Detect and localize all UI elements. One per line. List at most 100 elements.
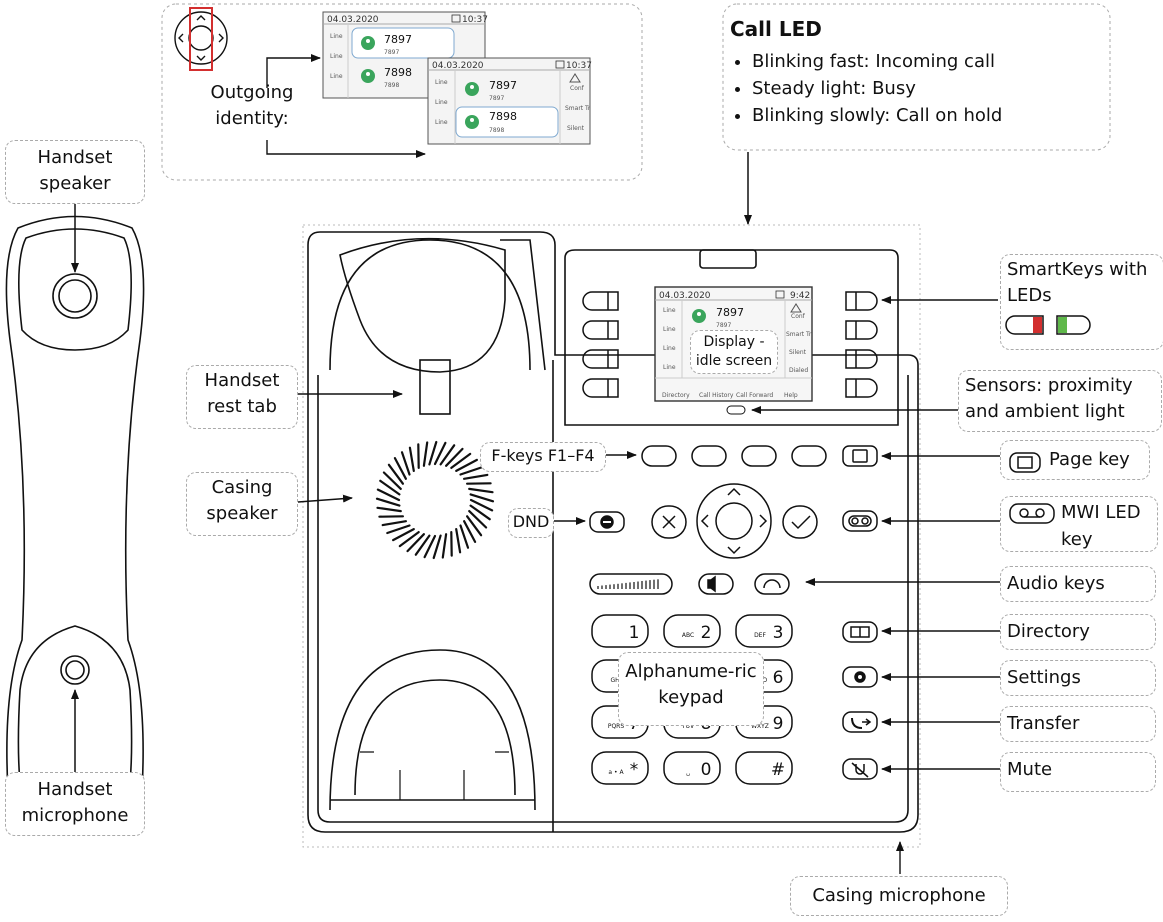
label-casing-microphone: Casing microphone: [790, 876, 1008, 916]
grille-slot: [387, 463, 404, 485]
label-handset-speaker: Handset speaker: [5, 140, 145, 204]
svg-text:10:37: 10:37: [566, 61, 592, 71]
grille-slot: [375, 497, 401, 507]
smartkeys: [582, 291, 878, 398]
svg-text:Directory: Directory: [662, 392, 690, 399]
keypad-digit: 1: [629, 623, 640, 643]
screen-small-2: 04.03.2020 10:37 Line Line Line 7897 789…: [427, 57, 592, 145]
label-alphanumeric: Alphanume-ric keypad: [618, 652, 764, 726]
grille-slot: [406, 533, 425, 553]
grille-slot: [445, 447, 464, 467]
svg-text:Line: Line: [663, 364, 676, 371]
grille-slot: [408, 446, 415, 472]
leader-arrows: [297, 296, 1000, 874]
screen1-time: 10:37: [462, 15, 488, 25]
svg-text:7898: 7898: [489, 127, 504, 134]
label-directory: Directory: [1000, 614, 1156, 650]
grille-slot: [439, 444, 456, 466]
keypad-digit: *: [630, 760, 639, 780]
grille-slot: [463, 520, 477, 544]
svg-text:Line: Line: [435, 119, 448, 126]
keypad-letters: PQRS: [608, 723, 625, 730]
grille-slot: [432, 534, 442, 560]
keypad-digit: 9: [773, 714, 784, 734]
svg-text:04.03.2020: 04.03.2020: [432, 61, 484, 71]
call-led-list: Blinking fast: Incoming call Steady ligh…: [730, 48, 1110, 129]
grille-slot: [423, 534, 437, 559]
grille-slot: [392, 527, 415, 542]
label-icons: [1009, 452, 1055, 524]
keypad-letters: ␣: [686, 769, 690, 776]
led-samples: [1005, 315, 1091, 335]
outgoing-identity-frame: [161, 3, 643, 181]
grille-slot: [376, 488, 401, 502]
svg-text:7897: 7897: [384, 49, 399, 56]
grille-slot: [414, 534, 431, 556]
keypad-letters: WXYZ: [751, 723, 769, 730]
keypad-key-hash: #: [735, 751, 793, 785]
screen-small-1: 04.03.2020 10:37 Line Line Line 7897 789…: [322, 11, 488, 99]
grille-slot: [400, 451, 411, 476]
display-date: 04.03.2020: [659, 291, 711, 301]
label-sensors: Sensors: proximity and ambient light: [958, 370, 1162, 432]
svg-text:Conf: Conf: [791, 313, 806, 320]
call-led-box: Call LED Blinking fast: Incoming call St…: [724, 6, 1110, 154]
display-number: 7897: [716, 306, 744, 319]
svg-text:Call History: Call History: [699, 392, 734, 399]
grille-slot: [393, 457, 407, 480]
label-display: Display - idle screen: [690, 330, 778, 374]
label-settings: Settings: [1000, 660, 1156, 696]
label-smartkeys: SmartKeys with LEDs: [1000, 254, 1163, 350]
keypad-letters: ABC: [682, 632, 694, 639]
svg-text:Line: Line: [663, 307, 676, 314]
grille-slot: [463, 473, 489, 480]
grille-slot: [379, 479, 401, 496]
svg-text:7898: 7898: [384, 82, 399, 89]
label-dnd: DND: [508, 508, 554, 538]
svg-text:Line: Line: [663, 326, 676, 333]
svg-text:Line: Line: [330, 73, 343, 80]
label-handset-rest-tab: Handset rest tab: [186, 365, 298, 429]
function-keys: [842, 621, 878, 780]
grille-slot: [376, 506, 402, 513]
svg-text:Dialed: Dialed: [789, 367, 808, 374]
f-keys: [641, 445, 878, 467]
nav-ring-icon: [174, 7, 228, 71]
svg-text:Silent: Silent: [789, 349, 807, 356]
svg-text:Line: Line: [330, 53, 343, 60]
label-casing-speaker: Casing speaker: [186, 472, 298, 536]
grille-slot: [459, 465, 484, 476]
grille-slot: [450, 452, 472, 469]
grille-slot: [433, 441, 447, 466]
label-fkeys: F-keys F1–F4: [480, 442, 606, 472]
audio-keys: [589, 573, 790, 595]
svg-text:Conf: Conf: [570, 85, 585, 92]
grille-slot: [459, 524, 470, 549]
label-handset-microphone: Handset microphone: [5, 772, 145, 836]
svg-text:7897: 7897: [384, 33, 412, 46]
sensor: [726, 405, 746, 415]
svg-text:7897: 7897: [489, 95, 504, 102]
svg-text:Smart Tr: Smart Tr: [565, 105, 591, 112]
label-audio-keys: Audio keys: [1000, 566, 1156, 602]
svg-text:7898: 7898: [489, 110, 517, 123]
grille-slot: [386, 524, 411, 535]
call-led-item: Steady light: Busy: [752, 75, 1110, 102]
screen1-date: 04.03.2020: [327, 15, 379, 25]
main-display: 04.03.2020 9:42 Line Line Line Line 7897…: [654, 286, 813, 402]
svg-text:7897: 7897: [489, 79, 517, 92]
svg-text:Help: Help: [784, 392, 798, 399]
svg-text:7897: 7897: [716, 322, 731, 329]
grille-slot: [468, 487, 494, 494]
svg-text:Silent: Silent: [567, 125, 585, 132]
grille-slot: [455, 458, 478, 472]
label-outgoing-identity: Outgoing identity:: [210, 82, 294, 129]
keypad-key-star: *a • A: [591, 751, 649, 785]
keypad-letters: GHI: [611, 677, 622, 684]
grille-slot: [398, 530, 420, 548]
grille-slot: [441, 533, 448, 559]
svg-text:Call Forward: Call Forward: [736, 392, 773, 399]
svg-text:Line: Line: [435, 79, 448, 86]
